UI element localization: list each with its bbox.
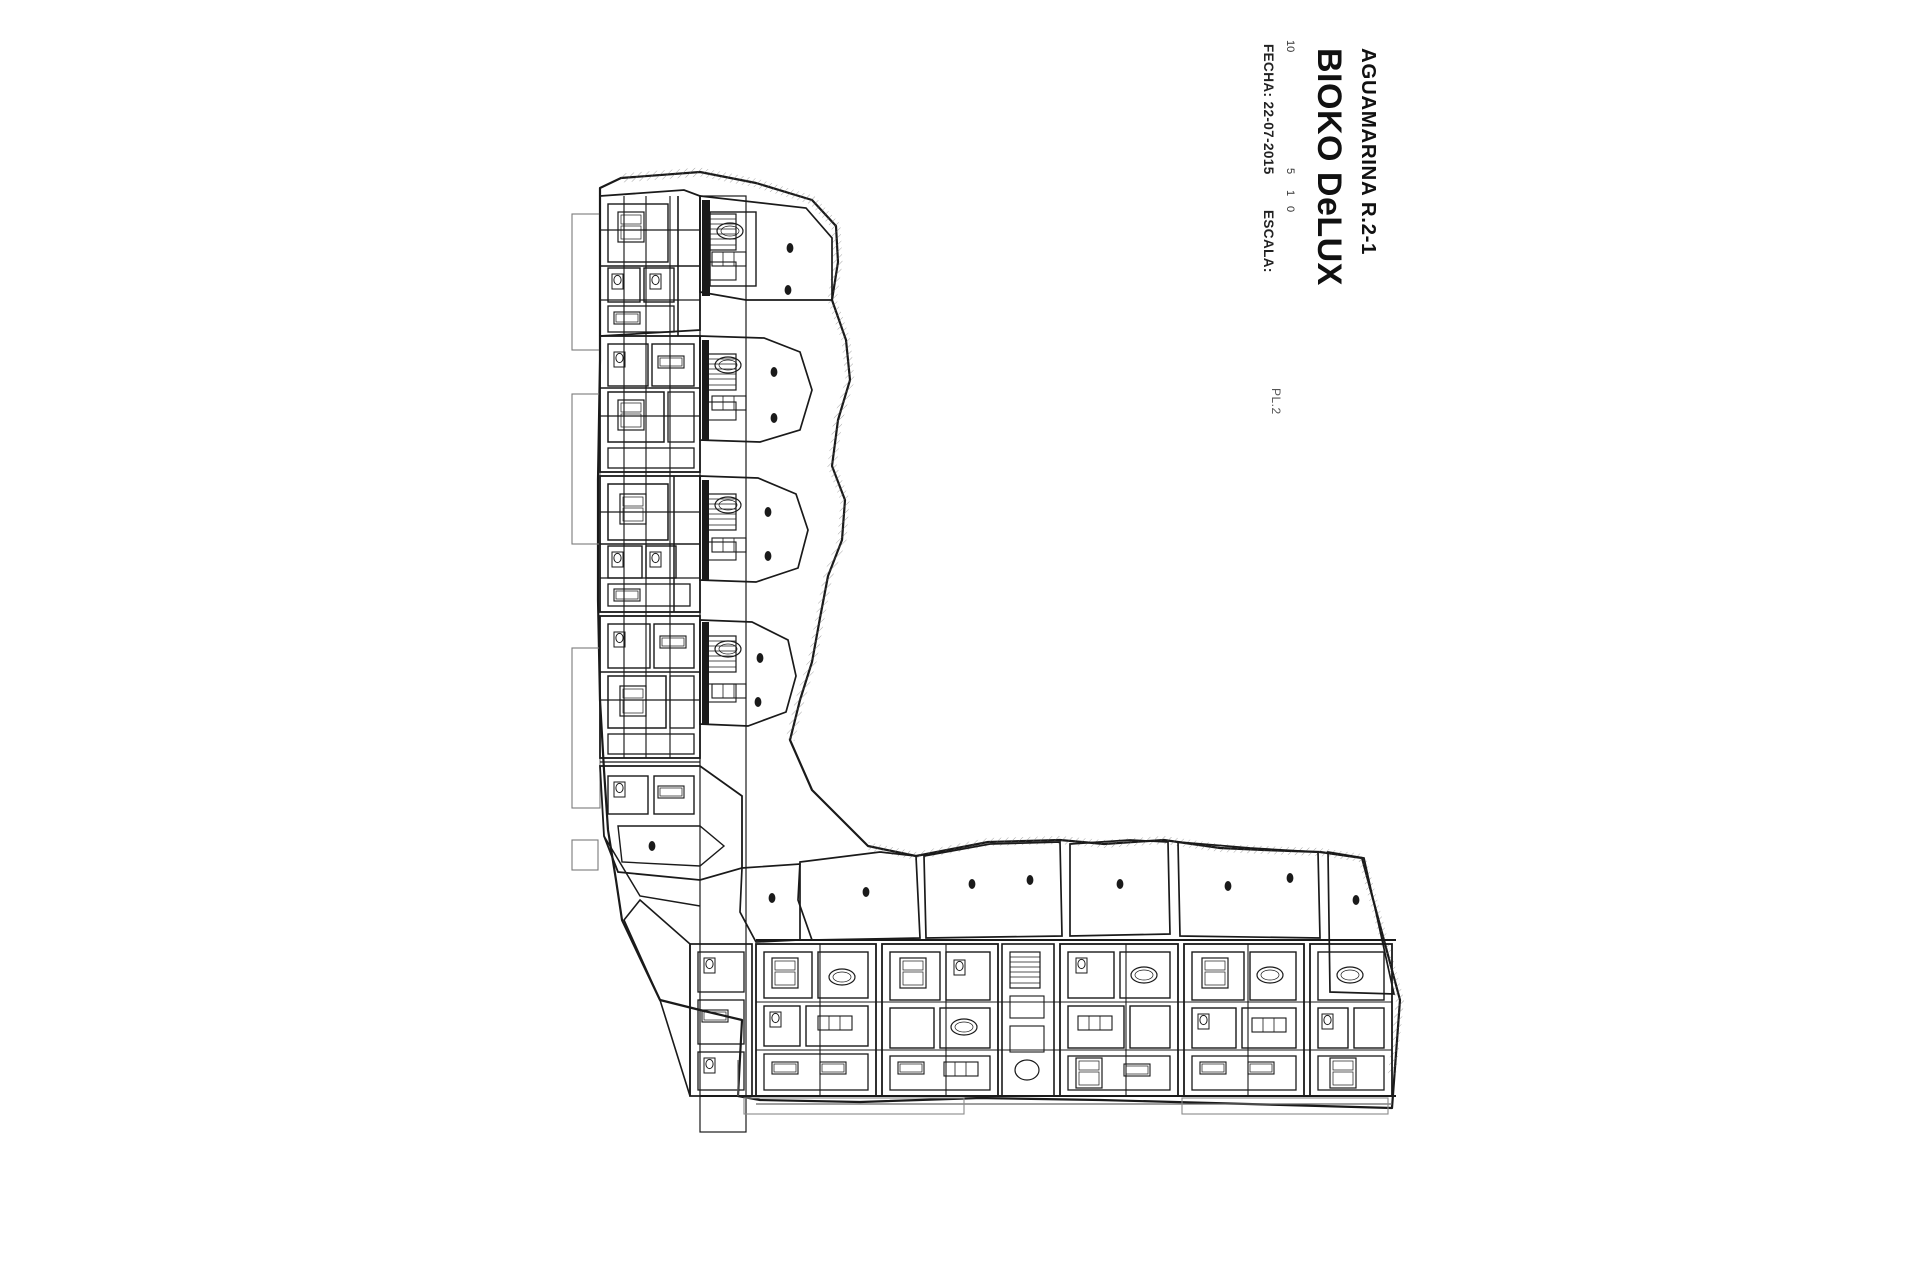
- interior-wall-lines-vertical-wing: [600, 196, 700, 763]
- unit-h3: [1059, 943, 1179, 1097]
- unit-block-d-terrace: [699, 619, 797, 727]
- bottom-left-guide: [743, 1097, 1389, 1115]
- horizontal-wing-terraces: [797, 839, 1396, 995]
- circulation-core: [699, 195, 747, 1133]
- corner-transition-block: [599, 765, 743, 907]
- setback-guides: [571, 213, 601, 871]
- vertical-wing: [571, 189, 833, 1133]
- building-outline: [596, 170, 1402, 1110]
- wing-junction-block: [623, 863, 801, 1097]
- interior-wall-lines-horizontal-wing: [756, 944, 1392, 1096]
- horizontal-wing: [623, 839, 1396, 1105]
- bottom-slab-band: [700, 1060, 1396, 1105]
- unit-block-b: [599, 335, 701, 473]
